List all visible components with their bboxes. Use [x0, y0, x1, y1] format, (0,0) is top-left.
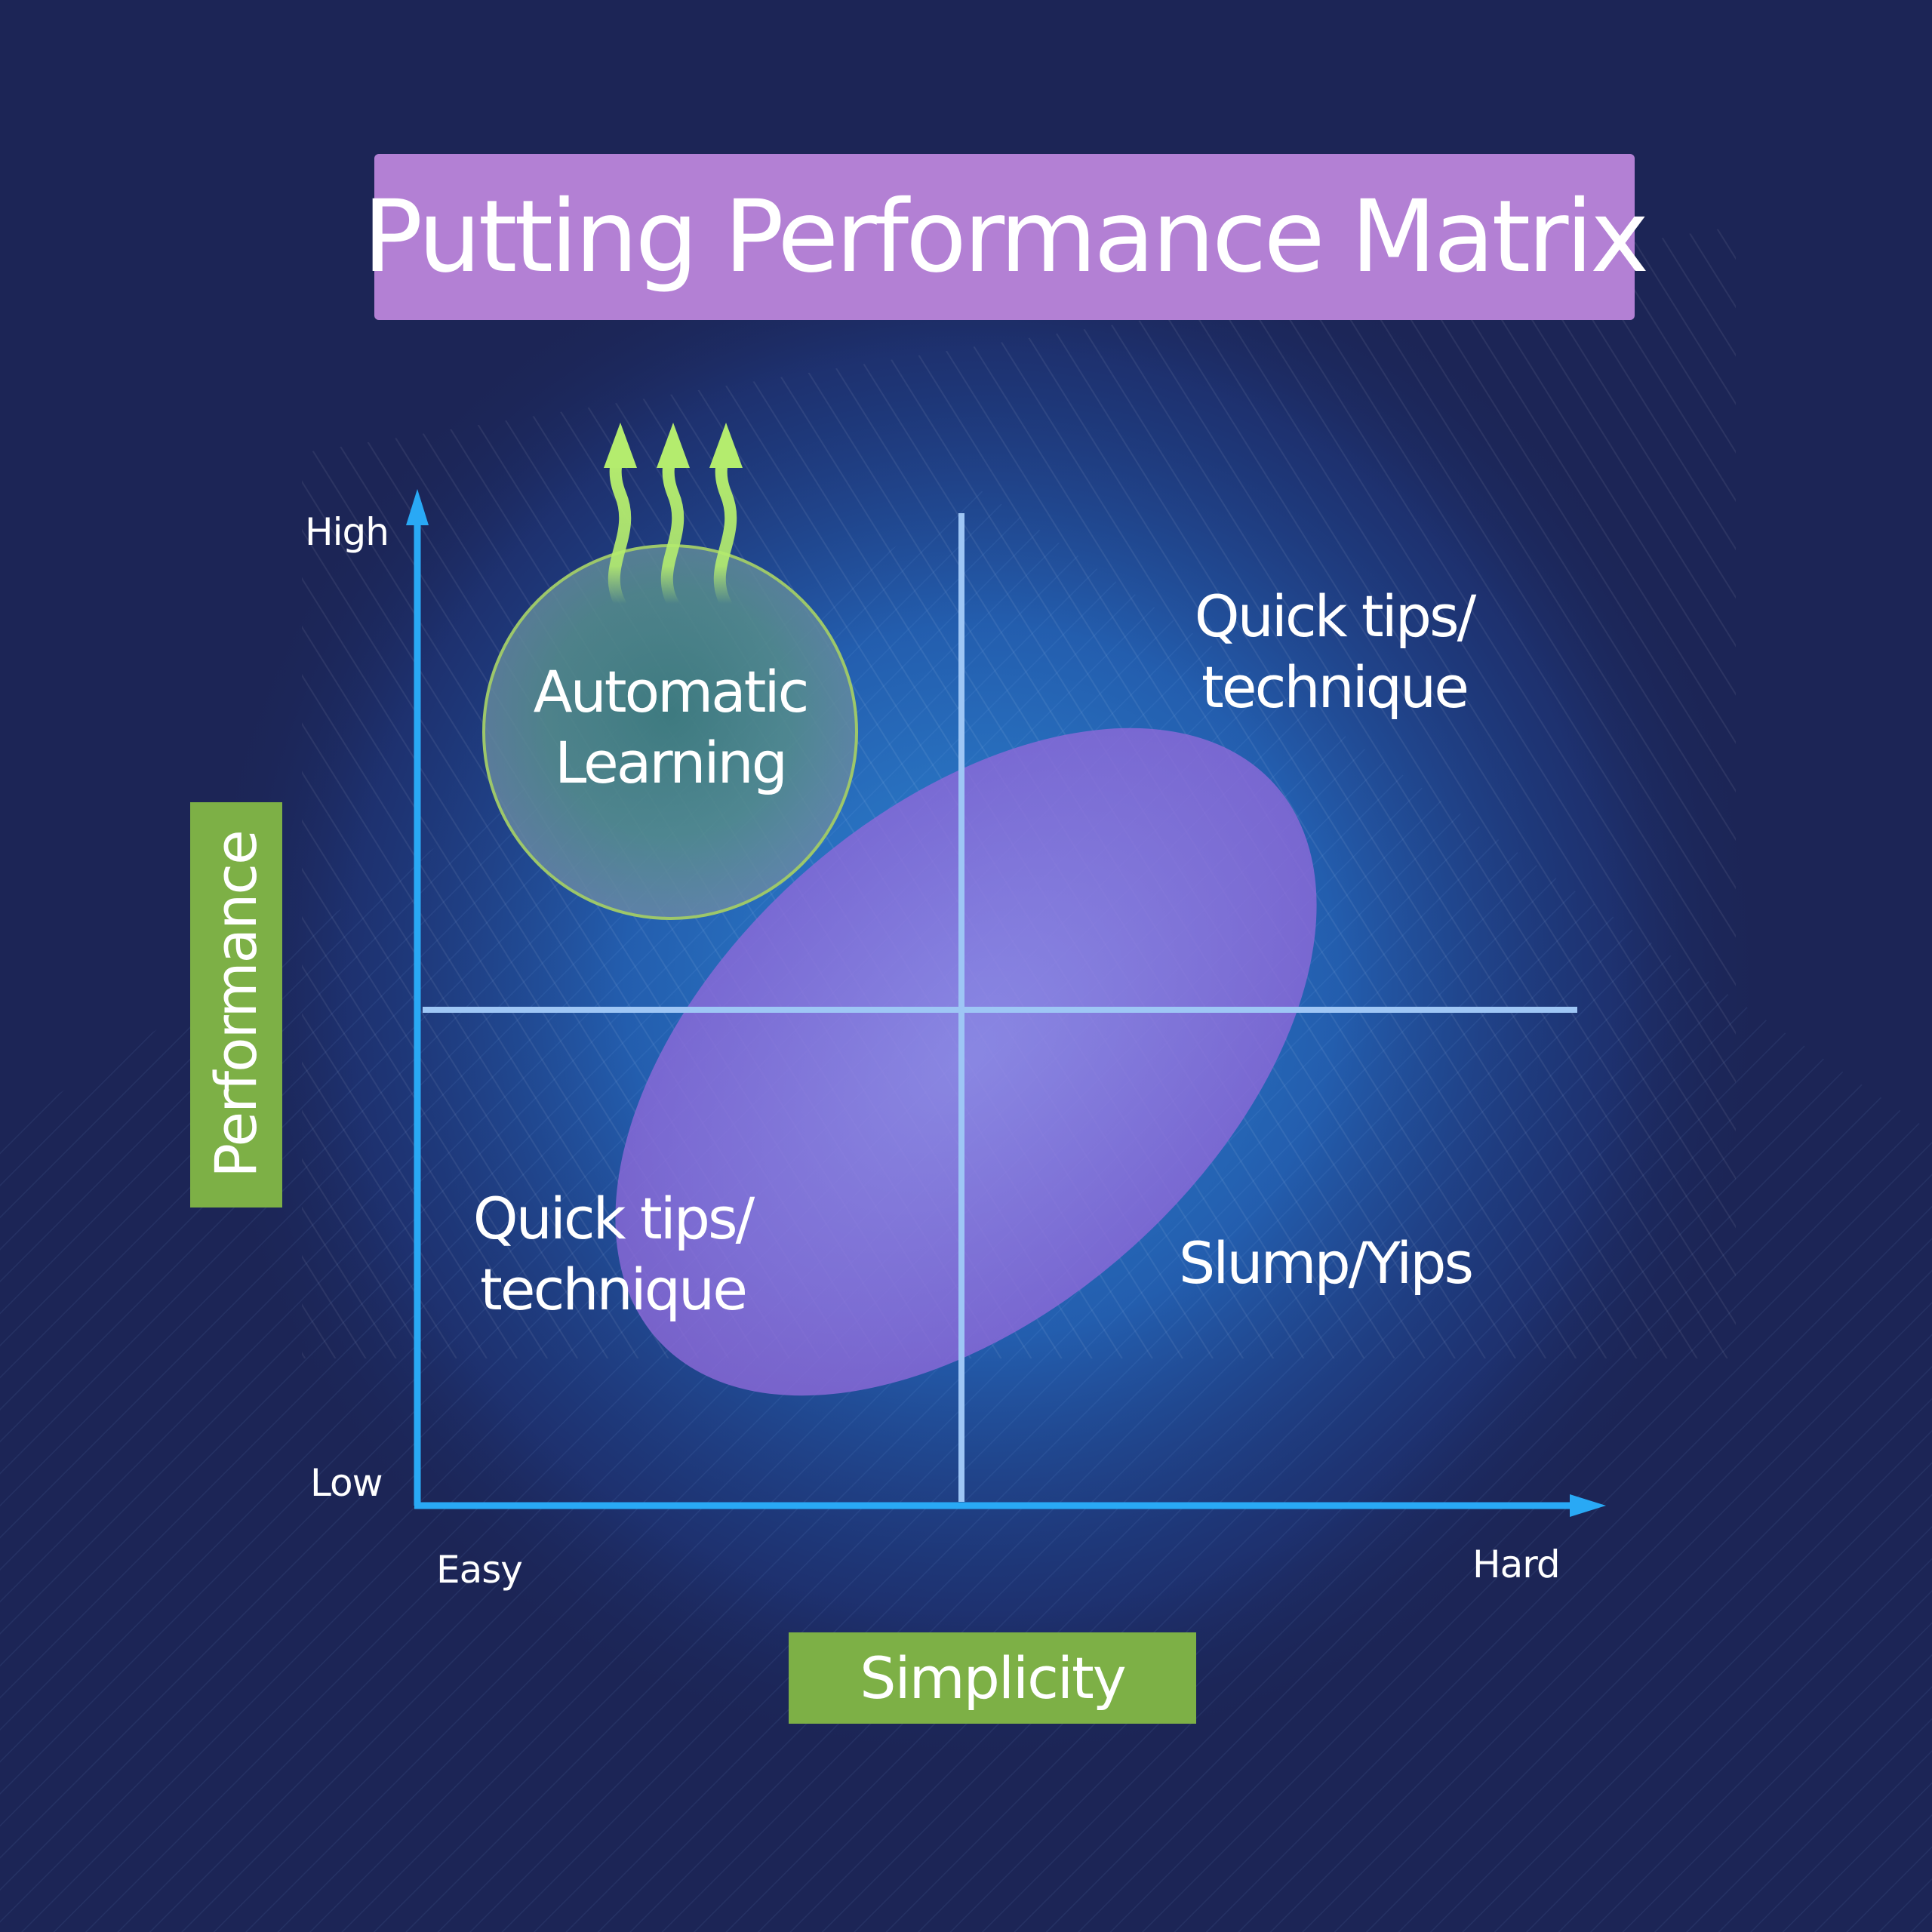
quadrant-top-left-label: Automatic Learning	[533, 657, 810, 798]
performance-ellipse	[615, 728, 1317, 1396]
quadrant-bottom-left-line2: technique	[480, 1256, 748, 1323]
y-axis-low-label: Low	[310, 1461, 383, 1505]
quadrant-top-right-line2: technique	[1201, 654, 1469, 721]
y-axis-high-label: High	[305, 510, 389, 554]
page-title: Putting Performance Matrix	[362, 179, 1650, 295]
quadrant-top-left-line1: Automatic	[533, 658, 810, 725]
quadrant-bottom-left-label: Quick tips/ technique	[472, 1183, 755, 1325]
x-axis-label-box: Simplicity	[789, 1632, 1196, 1724]
rising-arrows-icon	[604, 423, 743, 610]
x-axis-hard-label: Hard	[1472, 1543, 1561, 1586]
y-axis-label-box	[190, 802, 282, 1208]
y-axis-label: Performance	[202, 831, 269, 1178]
quadrant-top-right-line1: Quick tips/	[1194, 583, 1476, 650]
x-axis-arrow-icon	[1570, 1494, 1606, 1517]
x-axis-easy-label: Easy	[436, 1548, 523, 1592]
x-axis-label: Simplicity	[860, 1644, 1127, 1712]
quadrant-top-left-line2: Learning	[555, 729, 788, 796]
quadrant-bottom-right-label: Slump/Yips	[1178, 1228, 1474, 1299]
quadrant-top-right-label: Quick tips/ technique	[1194, 581, 1476, 723]
y-axis-arrow-icon	[406, 489, 429, 525]
quadrant-bottom-left-line1: Quick tips/	[472, 1185, 755, 1252]
title-banner: Putting Performance Matrix	[363, 154, 1649, 320]
quadrant-bottom-right-line1: Slump/Yips	[1178, 1229, 1474, 1297]
